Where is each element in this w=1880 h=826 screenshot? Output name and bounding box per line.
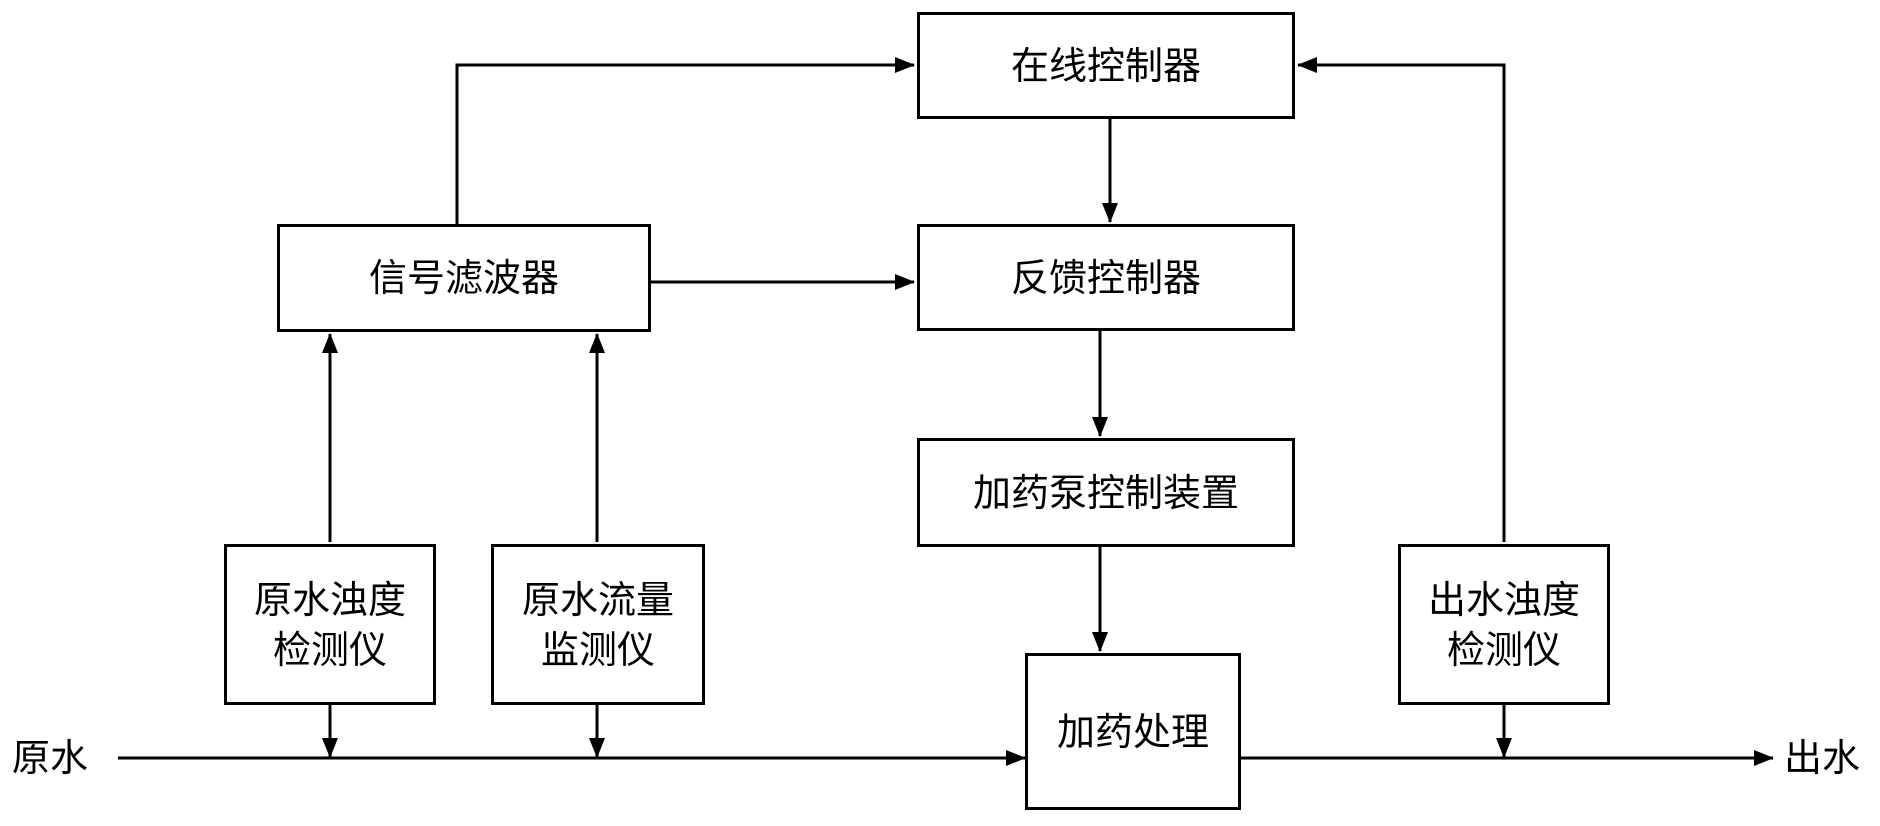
raw-turbidity-meter-box: 原水浊度 检测仪 bbox=[224, 544, 436, 705]
dosing-pump-controller-label: 加药泵控制装置 bbox=[972, 470, 1239, 515]
outlet-turbidity-meter-line1: 出水浊度 bbox=[1427, 577, 1580, 622]
feedback-controller-box: 反馈控制器 bbox=[917, 224, 1295, 331]
outlet-turbidity-meter-box: 出水浊度 检测仪 bbox=[1398, 544, 1610, 705]
raw-flow-monitor-line1: 原水流量 bbox=[521, 577, 674, 622]
edge-signal-filter-to-online-controller bbox=[455, 57, 915, 224]
inlet-label: 原水 bbox=[12, 736, 89, 780]
raw-turbidity-meter-line2: 检测仪 bbox=[272, 627, 387, 672]
online-controller-box: 在线控制器 bbox=[917, 12, 1295, 119]
online-controller-label: 在线控制器 bbox=[1010, 43, 1201, 88]
raw-turbidity-meter-line1: 原水浊度 bbox=[253, 577, 406, 622]
dosing-treatment-label: 加药处理 bbox=[1056, 709, 1209, 754]
signal-filter-label: 信号滤波器 bbox=[368, 256, 559, 300]
dosing-treatment-box: 加药处理 bbox=[1025, 653, 1241, 810]
raw-flow-monitor-line2: 监测仪 bbox=[540, 627, 655, 672]
signal-filter-box: 信号滤波器 bbox=[277, 224, 651, 332]
outlet-turbidity-meter-line2: 检测仪 bbox=[1446, 627, 1561, 672]
edge-outlet-turbidity-to-online-controller bbox=[1297, 57, 1506, 542]
feedback-controller-label: 反馈控制器 bbox=[1010, 255, 1201, 300]
dosing-pump-controller-box: 加药泵控制装置 bbox=[917, 438, 1295, 547]
raw-flow-monitor-box: 原水流量 监测仪 bbox=[491, 544, 705, 705]
outlet-label: 出水 bbox=[1784, 736, 1861, 780]
